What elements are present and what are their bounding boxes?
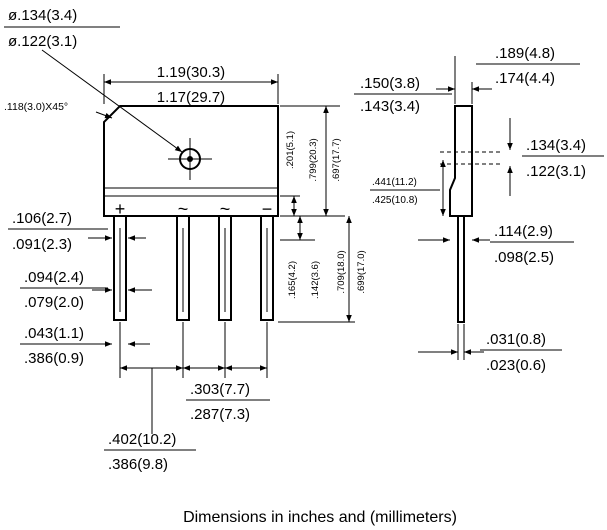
- side-lead-top: .031(0.8): [486, 331, 546, 348]
- side-base-top: .114(2.9): [494, 223, 553, 240]
- pitch-bottom: .287(7.3): [190, 406, 250, 423]
- lead-width-bottom: .079(2.0): [24, 294, 84, 311]
- body-width-top: 1.19(30.3): [157, 64, 225, 81]
- lead-long-b: .699(17.0): [356, 250, 367, 293]
- side-top-width-top: .189(4.8): [495, 45, 555, 62]
- lead-long-a: .709(18.0): [336, 250, 347, 293]
- pin-symbol-minus: −: [262, 199, 273, 219]
- side-base-bottom: .098(2.5): [494, 249, 554, 266]
- side-offset-bottom: .143(3.4): [360, 98, 420, 115]
- side-body: [440, 105, 500, 323]
- front-total-height-b: .697(17.7): [331, 138, 342, 181]
- hole-dim-top: ø.134(3.4): [8, 7, 77, 24]
- side-offset-top: .150(3.8): [360, 75, 420, 92]
- pitch-plus-top: .402(10.2): [108, 431, 176, 448]
- chamfer-dim: .118(3.0)X45°: [4, 101, 68, 113]
- pin-symbol-ac1: ~: [178, 199, 189, 219]
- front-leads: [113, 216, 274, 321]
- side-top-width-bottom: .174(4.4): [495, 70, 555, 87]
- lead-short-b: .142(3.6): [310, 261, 321, 299]
- lead-plus-width-bottom: .091(2.3): [12, 236, 72, 253]
- lead-short-a: .165(4.2): [287, 261, 298, 299]
- front-total-height-a: .799(20.3): [308, 138, 319, 181]
- pin-symbol-ac2: ~: [220, 199, 231, 219]
- lead-thickness-top: .043(1.1): [24, 325, 84, 342]
- pitch-top: .303(7.7): [190, 381, 250, 398]
- pin-symbol-plus: +: [115, 199, 126, 219]
- front-body: [103, 105, 279, 217]
- side-step-bottom: .425(10.8): [372, 195, 418, 206]
- lead-thickness-bottom: .386(0.9): [24, 350, 84, 367]
- caption: Dimensions in inches and (millimeters): [183, 509, 457, 526]
- lead-plus-width-top: .106(2.7): [12, 210, 72, 227]
- side-hole-bottom: .122(3.1): [526, 163, 586, 180]
- hole-dim-bottom: ø.122(3.1): [8, 33, 77, 50]
- lead-width-top: .094(2.4): [24, 269, 84, 286]
- pitch-plus-bottom: .386(9.8): [108, 456, 168, 473]
- side-hole-top: .134(3.4): [526, 137, 586, 154]
- body-width-bottom: 1.17(29.7): [157, 89, 225, 106]
- side-step-top: .441(11.2): [372, 177, 417, 188]
- front-upper-height: .201(5.1): [285, 131, 296, 169]
- side-lead-bottom: .023(0.6): [486, 357, 546, 374]
